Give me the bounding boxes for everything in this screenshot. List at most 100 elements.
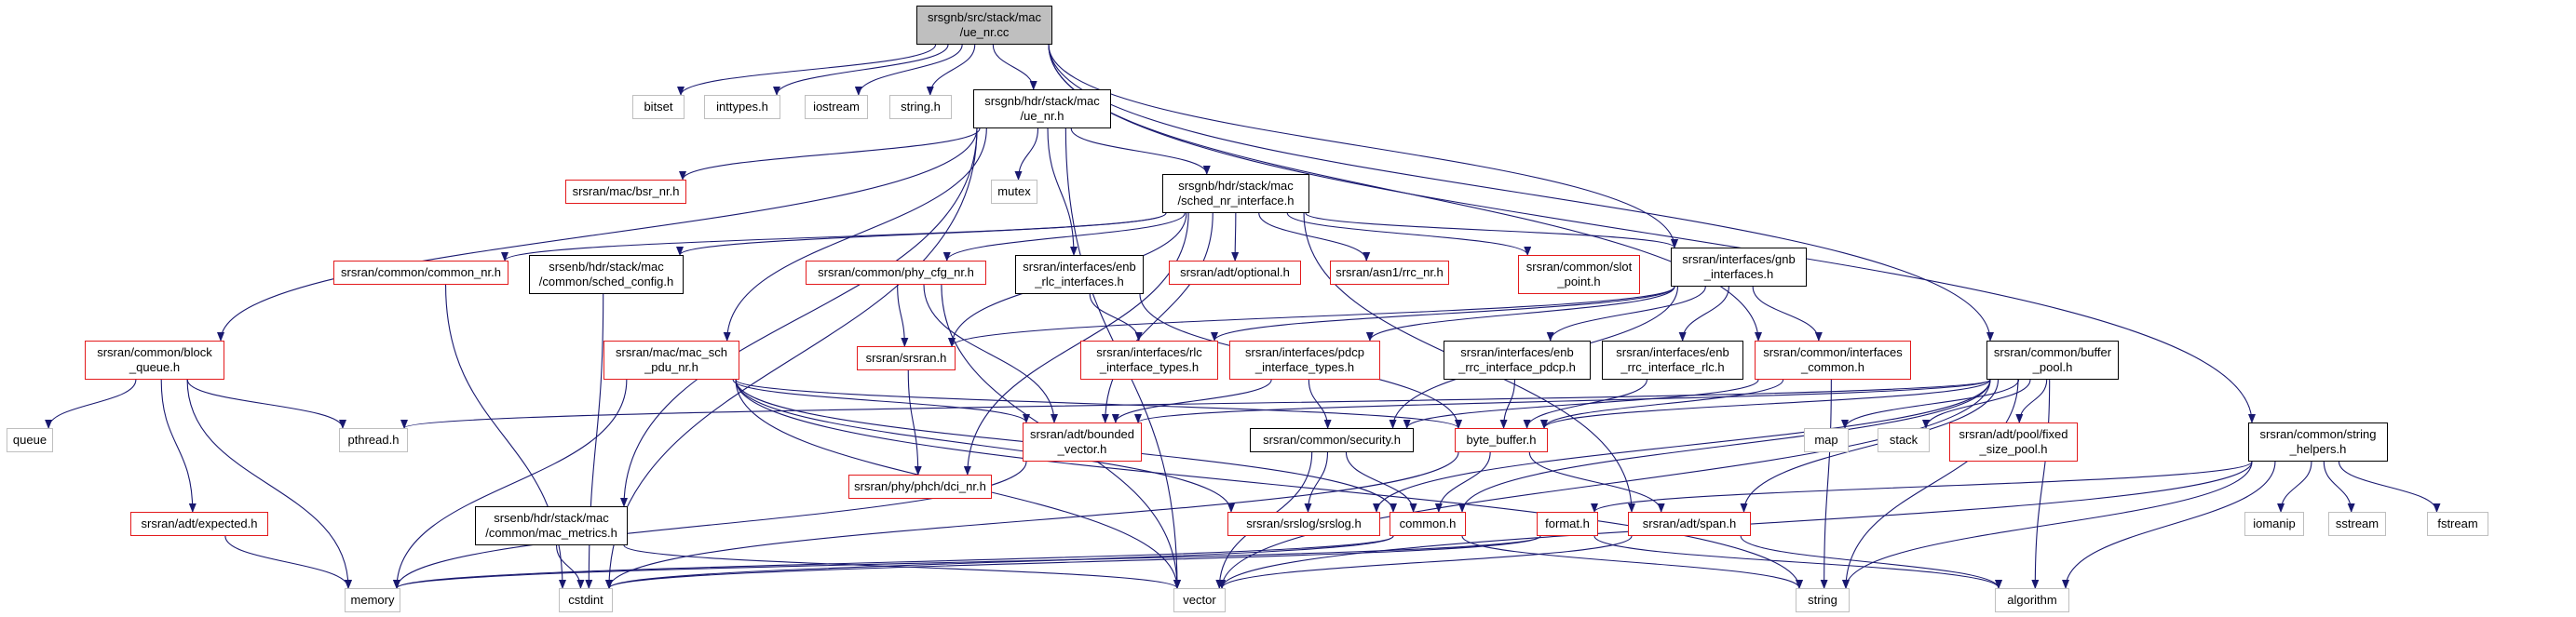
edge-string_helpers-to-string — [1842, 461, 2253, 589]
node-label: srsran/interfaces/gnb _interfaces.h — [1682, 252, 1796, 281]
edge-format_h-to-memory — [393, 535, 1541, 589]
node-label: srsran/adt/bounded _vector.h — [1029, 427, 1135, 456]
edge-span_h-to-vector — [1218, 535, 1633, 589]
node-label: pthread.h — [347, 433, 400, 447]
edge-buffer_pool-to-byte_buffer — [1540, 379, 1991, 429]
node-label: string.h — [901, 100, 941, 114]
node-srsran-interfaces-rlc-interface-types-h[interactable]: srsran/interfaces/rlc _interface_types.h — [1080, 341, 1218, 380]
edge-ue_nr_h-to-cstdint — [605, 127, 978, 589]
node-sstream: sstream — [2328, 512, 2386, 536]
node-byte-buffer-h[interactable]: byte_buffer.h — [1455, 428, 1548, 452]
edge-buffer_pool-to-vector — [1218, 379, 1991, 589]
node-label: srsran/common/buffer _pool.h — [1993, 345, 2112, 374]
node-label: srsran/common/security.h — [1263, 433, 1401, 447]
edge-string_helpers-to-sstream — [2323, 461, 2355, 513]
node-srsenb-hdr-stack-mac-common-sched-config-h[interactable]: srsenb/hdr/stack/mac /common/sched_confi… — [529, 255, 684, 294]
edge-gnb_if-to-rlc_if_types — [1211, 286, 1675, 342]
node-label: srsran/phy/phch/dci_nr.h — [854, 479, 986, 493]
node-srsran-common-block-queue-h[interactable]: srsran/common/block _queue.h — [85, 341, 224, 380]
edge-mac_sch_pdu-to-srslog — [735, 379, 1235, 513]
edge-buffer_pool-to-algorithm — [2031, 379, 2051, 589]
edge-format_h-to-algorithm — [1593, 535, 2002, 589]
node-srsran-mac-mac-sch-pdu-nr-h[interactable]: srsran/mac/mac_sch _pdu_nr.h — [603, 341, 739, 380]
edge-format_h-to-cstdint — [605, 535, 1541, 589]
node-srsran-adt-pool-fixed-size-pool-h[interactable]: srsran/adt/pool/fixed _size_pool.h — [1949, 423, 2078, 462]
node-srsran-common-security-h[interactable]: srsran/common/security.h — [1250, 428, 1414, 452]
node-srsran-interfaces-gnb-interfaces-h[interactable]: srsran/interfaces/gnb _interfaces.h — [1671, 248, 1807, 287]
edge-buffer_pool-to-span_h — [1740, 379, 2000, 513]
edge-ue_nr_h-to-block_queue — [217, 127, 978, 342]
node-srsgnb-hdr-stack-mac-ue-nr-h[interactable]: srsgnb/hdr/stack/mac /ue_nr.h — [973, 89, 1111, 128]
node-srsran-adt-optional-h[interactable]: srsran/adt/optional.h — [1169, 261, 1301, 285]
node-label: fstream — [2437, 516, 2478, 530]
node-srsran-common-buffer-pool-h[interactable]: srsran/common/buffer _pool.h — [1986, 341, 2119, 380]
node-iomanip: iomanip — [2244, 512, 2304, 536]
node-srsran-common-phy-cfg-nr-h[interactable]: srsran/common/phy_cfg_nr.h — [806, 261, 986, 285]
edge-sched_nr_if-to-rrc_nr — [1258, 212, 1371, 262]
edge-if_common-to-security — [1403, 379, 1759, 429]
edge-byte_buffer-to-cstdint — [605, 451, 1459, 589]
edge-ue_nr_h-to-mac_metrics — [620, 127, 978, 507]
node-srsran-adt-span-h[interactable]: srsran/adt/span.h — [1628, 512, 1751, 536]
node-label: srsenb/hdr/stack/mac /common/sched_confi… — [538, 260, 674, 288]
node-srsran-common-slot-point-h[interactable]: srsran/common/slot _point.h — [1518, 255, 1640, 294]
edge-gnb_if-to-srsran_h — [948, 286, 1675, 347]
node-srsran-phy-phch-dci-nr-h[interactable]: srsran/phy/phch/dci_nr.h — [848, 475, 992, 499]
node-srsran-adt-bounded-vector-h[interactable]: srsran/adt/bounded _vector.h — [1023, 423, 1142, 462]
node-srsran-mac-bsr-nr-h[interactable]: srsran/mac/bsr_nr.h — [565, 180, 686, 204]
node-label: srsran/interfaces/enb _rlc_interfaces.h — [1023, 260, 1136, 288]
edge-string_helpers-to-fstream — [2338, 461, 2441, 513]
node-label: format.h — [1545, 516, 1590, 530]
edge-srsran_h-to-dci_nr — [907, 369, 922, 476]
node-srsgnb-src-stack-mac-ue-nr-cc[interactable]: srsgnb/src/stack/mac /ue_nr.cc — [916, 6, 1052, 45]
node-common-h[interactable]: common.h — [1390, 512, 1466, 536]
node-memory: memory — [345, 588, 400, 612]
node-vector: vector — [1173, 588, 1226, 612]
node-mutex: mutex — [991, 180, 1037, 204]
node-srsran-interfaces-enb-rrc-interface-rlc-h[interactable]: srsran/interfaces/enb _rrc_interface_rlc… — [1602, 341, 1743, 380]
node-label: map — [1814, 433, 1838, 447]
node-label: string — [1808, 593, 1837, 607]
edge-sched_nr_if-to-dci_nr — [963, 212, 1189, 476]
node-label: bitset — [644, 100, 673, 114]
node-inttypes-h: inttypes.h — [704, 95, 780, 119]
edge-mac_sch_pdu-to-string — [735, 379, 1803, 589]
edge-ue_nr_h-to-sched_nr_if — [1070, 127, 1211, 175]
edge-ue_nr_h-to-bsr_nr — [679, 127, 981, 181]
edge-if_common-to-byte_buffer — [1540, 379, 1784, 429]
node-srsran-adt-expected-h[interactable]: srsran/adt/expected.h — [130, 512, 268, 536]
edge-root-to-inttypes — [773, 44, 949, 96]
node-srsran-common-common-nr-h[interactable]: srsran/common/common_nr.h — [333, 261, 508, 285]
node-srsran-interfaces-enb-rlc-interfaces-h[interactable]: srsran/interfaces/enb _rlc_interfaces.h — [1015, 255, 1144, 294]
edge-string_helpers-to-iomanip — [2277, 461, 2312, 513]
node-label: srsran/adt/optional.h — [1180, 265, 1290, 279]
node-srsenb-hdr-stack-mac-common-mac-metrics-h[interactable]: srsenb/hdr/stack/mac /common/mac_metrics… — [475, 506, 628, 545]
node-srsran-asn1-rrc-nr-h[interactable]: srsran/asn1/rrc_nr.h — [1330, 261, 1449, 285]
node-format-h[interactable]: format.h — [1537, 512, 1598, 536]
node-srsran-interfaces-pdcp-interface-types-h[interactable]: srsran/interfaces/pdcp _interface_types.… — [1229, 341, 1380, 380]
node-srsran-srsran-h[interactable]: srsran/srsran.h — [857, 346, 956, 370]
node-srsran-common-string-helpers-h[interactable]: srsran/common/string _helpers.h — [2248, 423, 2388, 462]
node-srsran-srslog-srslog-h[interactable]: srsran/srslog/srslog.h — [1227, 512, 1380, 536]
edge-sched_nr_if-to-slot_point — [1286, 212, 1532, 256]
node-pthread-h: pthread.h — [339, 428, 408, 452]
node-srsran-interfaces-enb-rrc-interface-pdcp-h[interactable]: srsran/interfaces/enb _rrc_interface_pdc… — [1444, 341, 1591, 380]
node-srsran-common-interfaces-common-h[interactable]: srsran/common/interfaces _common.h — [1755, 341, 1911, 380]
edge-root-to-ue_nr_h — [992, 44, 1037, 90]
edge-sched_nr_if-to-bounded_vector — [1101, 212, 1213, 423]
edge-gnb_if-to-enb_rrc_rlc — [1678, 286, 1729, 342]
edge-buffer_pool-to-string — [1842, 379, 2019, 589]
node-label: srsran/mac/bsr_nr.h — [572, 184, 680, 198]
edge-ue_nr_h-to-mutex — [1014, 127, 1039, 181]
node-label: srsran/common/common_nr.h — [341, 265, 501, 279]
node-srsgnb-hdr-stack-mac-sched-nr-interface-h[interactable]: srsgnb/hdr/stack/mac /sched_nr_interface… — [1162, 174, 1309, 213]
edge-byte_buffer-to-common_h — [1434, 451, 1491, 513]
edge-root-to-bitset — [677, 44, 937, 96]
node-label: srsran/srsran.h — [865, 351, 947, 365]
edge-sched_nr_if-to-gnb_if — [1305, 212, 1678, 248]
node-map: map — [1804, 428, 1849, 452]
node-label: srsran/interfaces/pdcp _interface_types.… — [1245, 345, 1364, 374]
node-label: srsgnb/hdr/stack/mac /ue_nr.h — [984, 94, 1100, 123]
edge-security-to-srslog — [1304, 451, 1329, 513]
node-iostream: iostream — [805, 95, 868, 119]
